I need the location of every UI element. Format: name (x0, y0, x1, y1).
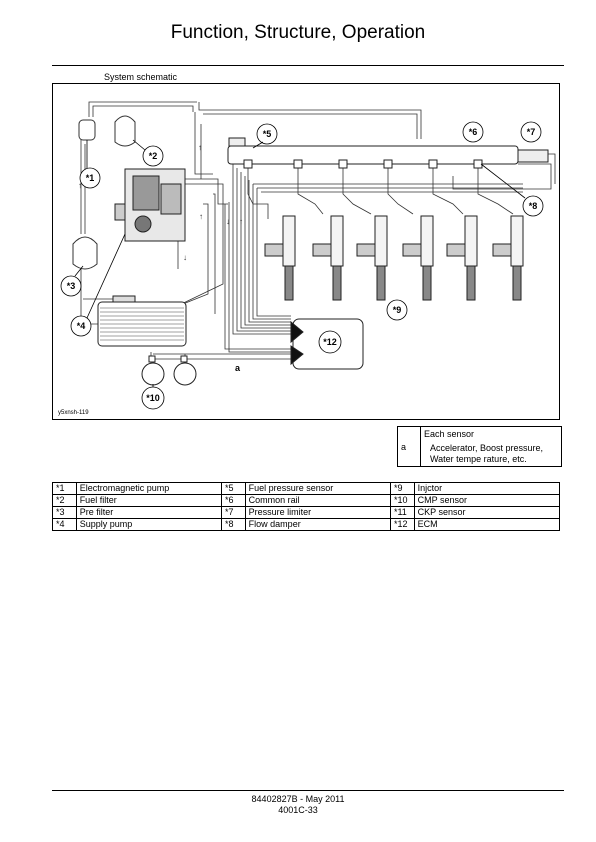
page-ref: 4001C-33 (278, 805, 318, 815)
legend-key: a (397, 426, 421, 467)
part-name: Fuel filter (75, 494, 222, 507)
sensor-marker-a: a (235, 363, 241, 373)
part-number: *8 (220, 518, 246, 531)
svg-text:↓: ↓ (183, 253, 187, 262)
part-name: Supply pump (75, 518, 222, 531)
part-name: Pressure limiter (244, 506, 391, 519)
callout-12: *12 (323, 337, 337, 347)
footer-rule (52, 790, 564, 791)
svg-text:↑: ↑ (78, 181, 82, 190)
callout-9: *9 (393, 305, 402, 315)
callout-8: *8 (529, 201, 538, 211)
part-number: *9 (389, 482, 415, 495)
part-number: *1 (52, 482, 77, 495)
section-label: System schematic (104, 72, 178, 82)
svg-text:↑: ↑ (199, 212, 203, 221)
callout-1: *1 (86, 173, 95, 183)
svg-text:↑: ↑ (198, 143, 202, 152)
part-name: Flow damper (244, 518, 391, 531)
callout-6: *6 (469, 127, 478, 137)
part-number: *5 (220, 482, 246, 495)
part-name: CKP sensor (413, 506, 561, 519)
callout-4: *4 (77, 321, 86, 331)
legend-detail: Accelerator, Boost pressure, Water tempe… (430, 443, 544, 464)
part-number: *11 (389, 506, 415, 519)
part-number: *10 (389, 494, 415, 507)
callout-7: *7 (527, 127, 536, 137)
callout-10: *10 (146, 393, 160, 403)
doc-number: 84402827B - May 2011 (251, 794, 345, 804)
part-name: Common rail (244, 494, 391, 507)
part-number: *7 (220, 506, 246, 519)
part-number: *3 (52, 506, 77, 519)
sensor-legend-table: a Each sensor Accelerator, Boost pressur… (397, 426, 562, 467)
svg-text:↓: ↓ (226, 217, 230, 226)
part-number: *6 (220, 494, 246, 507)
part-name: Pre filter (75, 506, 222, 519)
part-name: Fuel pressure sensor (244, 482, 391, 495)
part-name: Electromagnetic pump (75, 482, 222, 495)
callout-3: *3 (67, 281, 76, 291)
part-name: CMP sensor (413, 494, 561, 507)
callout-5: *5 (263, 129, 272, 139)
callout-2: *2 (149, 151, 158, 161)
system-schematic-diagram: ↑ ↑ ↓ ↓ ↑ ↑ *1 *2 *3 *4 *5 *6 *7 *8 *9 (52, 83, 560, 420)
legend-description: Each sensor Accelerator, Boost pressure,… (420, 426, 562, 467)
page-title: Function, Structure, Operation (170, 22, 426, 43)
legend-title: Each sensor (424, 429, 475, 439)
header-rule (52, 65, 564, 66)
image-id: y5xnsh-119 (58, 410, 89, 416)
svg-text:↑: ↑ (239, 217, 243, 226)
part-number: *4 (52, 518, 77, 531)
part-name: ECM (413, 518, 561, 531)
page-footer: 84402827B - May 2011 4001C-33 (0, 794, 596, 816)
part-name: Injctor (413, 482, 561, 495)
part-number: *12 (389, 518, 415, 531)
part-number: *2 (52, 494, 77, 507)
